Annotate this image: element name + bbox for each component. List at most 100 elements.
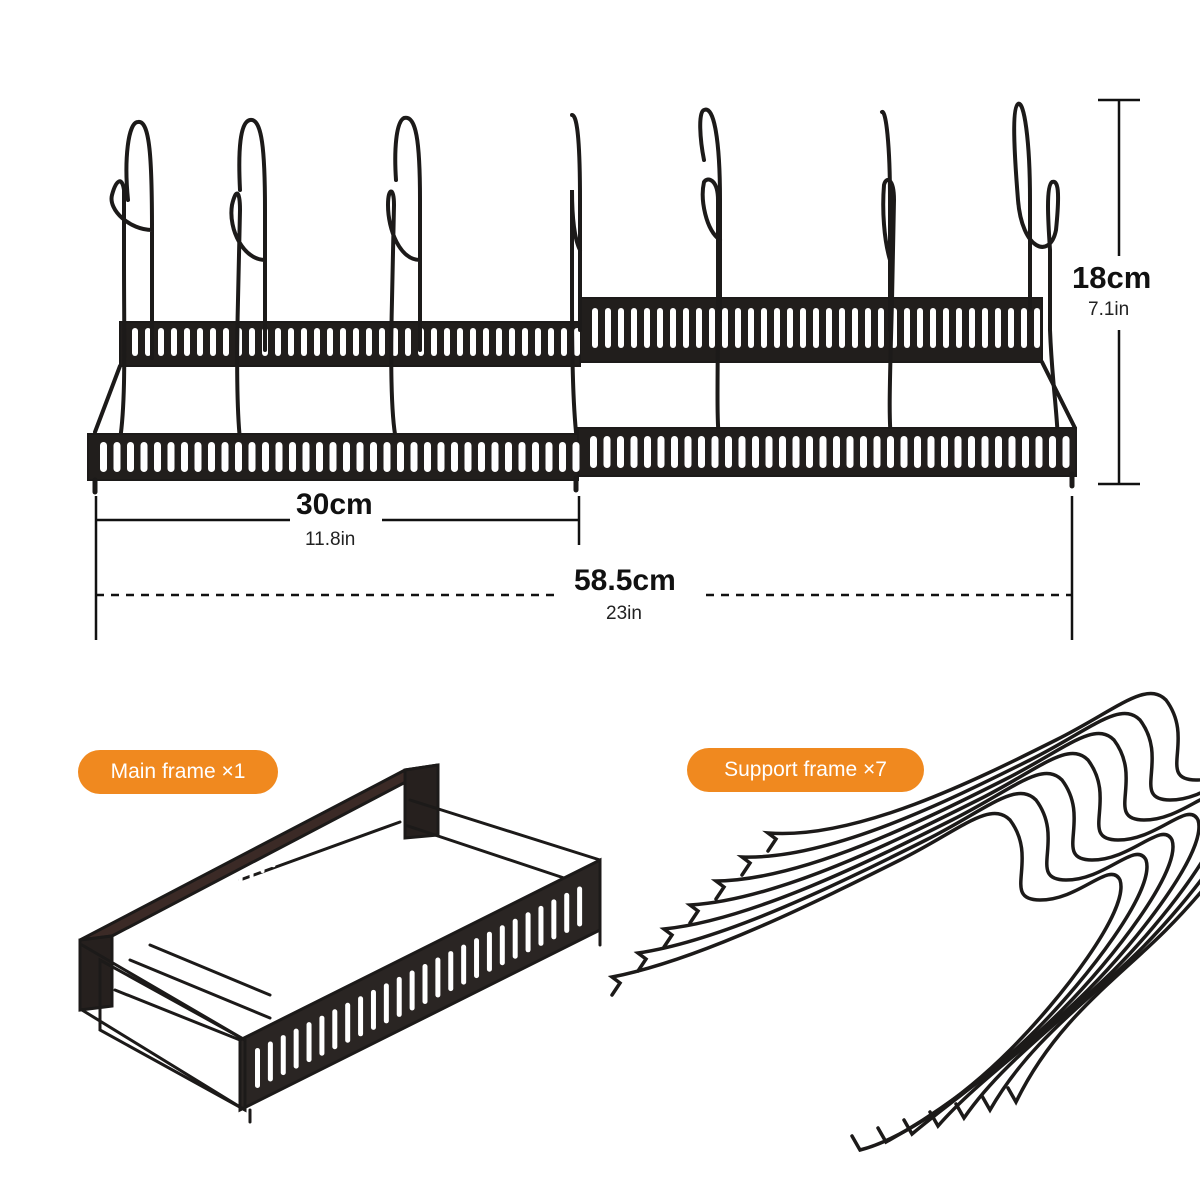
rail-slot (968, 436, 975, 468)
frame-slot (486, 931, 492, 972)
frame-slot (306, 1022, 312, 1063)
rail-slot (735, 308, 741, 348)
rail-slot (431, 328, 437, 356)
rail-slot (603, 436, 611, 468)
rail-slot (181, 442, 188, 472)
rail-slot (900, 436, 908, 468)
rail-slot (340, 328, 346, 356)
rail-slot (522, 328, 528, 356)
rail-slot (1062, 436, 1070, 468)
rail-slot (860, 436, 867, 468)
frame-slot (358, 996, 364, 1037)
rail-slot (969, 308, 975, 348)
frame-slot (205, 889, 210, 902)
rail-slot (457, 328, 463, 356)
rail-slot (813, 308, 819, 348)
frame-slot (422, 964, 428, 1004)
rail-slot (1034, 308, 1040, 348)
frame-slot (293, 843, 298, 856)
rail-slot (982, 308, 988, 348)
rail-slot (657, 308, 663, 348)
rail-slot (145, 328, 151, 356)
rail-slot (954, 436, 962, 468)
frame-slot (255, 1048, 260, 1088)
rail-slot (630, 436, 638, 468)
rail-slot (535, 328, 541, 356)
rail-slot (941, 436, 948, 468)
frame-slot (564, 892, 570, 933)
frame-slot (304, 837, 309, 850)
frame-slot (183, 901, 188, 914)
rail-slot (437, 442, 445, 472)
rail-slot (343, 442, 350, 472)
rail-slot (444, 328, 450, 356)
frame-slot (396, 976, 402, 1017)
support-frame-wire (685, 751, 1200, 1130)
rail-slot (1035, 436, 1043, 468)
rail-slot (1021, 308, 1027, 348)
rail-slot (451, 442, 458, 472)
rail-slot (470, 328, 476, 356)
rail-slot (592, 308, 598, 348)
support-frame-wire (659, 771, 1175, 1137)
rail-slot (765, 436, 773, 468)
rail-slot (981, 436, 989, 468)
rail-slot (887, 436, 894, 468)
rail-slot (167, 442, 175, 472)
rail-slot (826, 308, 832, 348)
rail-slot (617, 436, 624, 468)
frame-slot (577, 886, 583, 927)
module-width-label: 30cm (296, 488, 373, 521)
frame-slot (525, 912, 531, 953)
rail-slot (846, 436, 854, 468)
rail-slot (223, 328, 229, 356)
rail-slot (787, 308, 793, 348)
rail-slot (574, 328, 580, 356)
rail-slot (774, 308, 780, 348)
rail-slot (275, 442, 283, 472)
rail-slot (748, 308, 754, 348)
rail-slot (235, 442, 242, 472)
total-width-label: 58.5cm (574, 564, 676, 597)
rail-slot (618, 308, 624, 348)
rail-slot (995, 436, 1002, 468)
rail-slot (605, 308, 611, 348)
rail-slot (532, 442, 539, 472)
rail-slot (509, 328, 515, 356)
rail-slot (1008, 308, 1014, 348)
rail-slot (683, 308, 689, 348)
rail-slot (927, 436, 935, 468)
support-frame-wire (710, 731, 1200, 1122)
rail-slot (917, 308, 923, 348)
frame-slot (348, 814, 353, 827)
rail-slot (171, 328, 177, 356)
rail-slot (197, 328, 203, 356)
rail-slot (288, 328, 294, 356)
rail-slot (275, 328, 281, 356)
rail-slot (725, 436, 732, 468)
rail-slot (100, 442, 107, 472)
rail-slot (140, 442, 148, 472)
rail-slot (248, 442, 256, 472)
rail-slot (956, 308, 962, 348)
rail-slot (210, 328, 216, 356)
rail-slot (356, 442, 364, 472)
rail-slot (930, 308, 936, 348)
frame-slot (280, 1035, 286, 1076)
assembled-rack-illustration (87, 101, 1077, 495)
rail-slot (865, 308, 871, 348)
frame-slot (435, 957, 441, 998)
frame-slot (326, 826, 331, 839)
support-frame-wire (607, 811, 1123, 1153)
rail-slot (314, 328, 320, 356)
rail-slot (631, 308, 637, 348)
rail-slot (1022, 436, 1029, 468)
rail-slot (943, 308, 949, 348)
rail-slot (353, 328, 359, 356)
rail-slot (1049, 436, 1056, 468)
frame-slot (370, 989, 376, 1030)
frame-slot (172, 907, 177, 920)
rail-slot (370, 442, 377, 472)
rail-slot (158, 328, 164, 356)
frame-slot (118, 936, 122, 948)
